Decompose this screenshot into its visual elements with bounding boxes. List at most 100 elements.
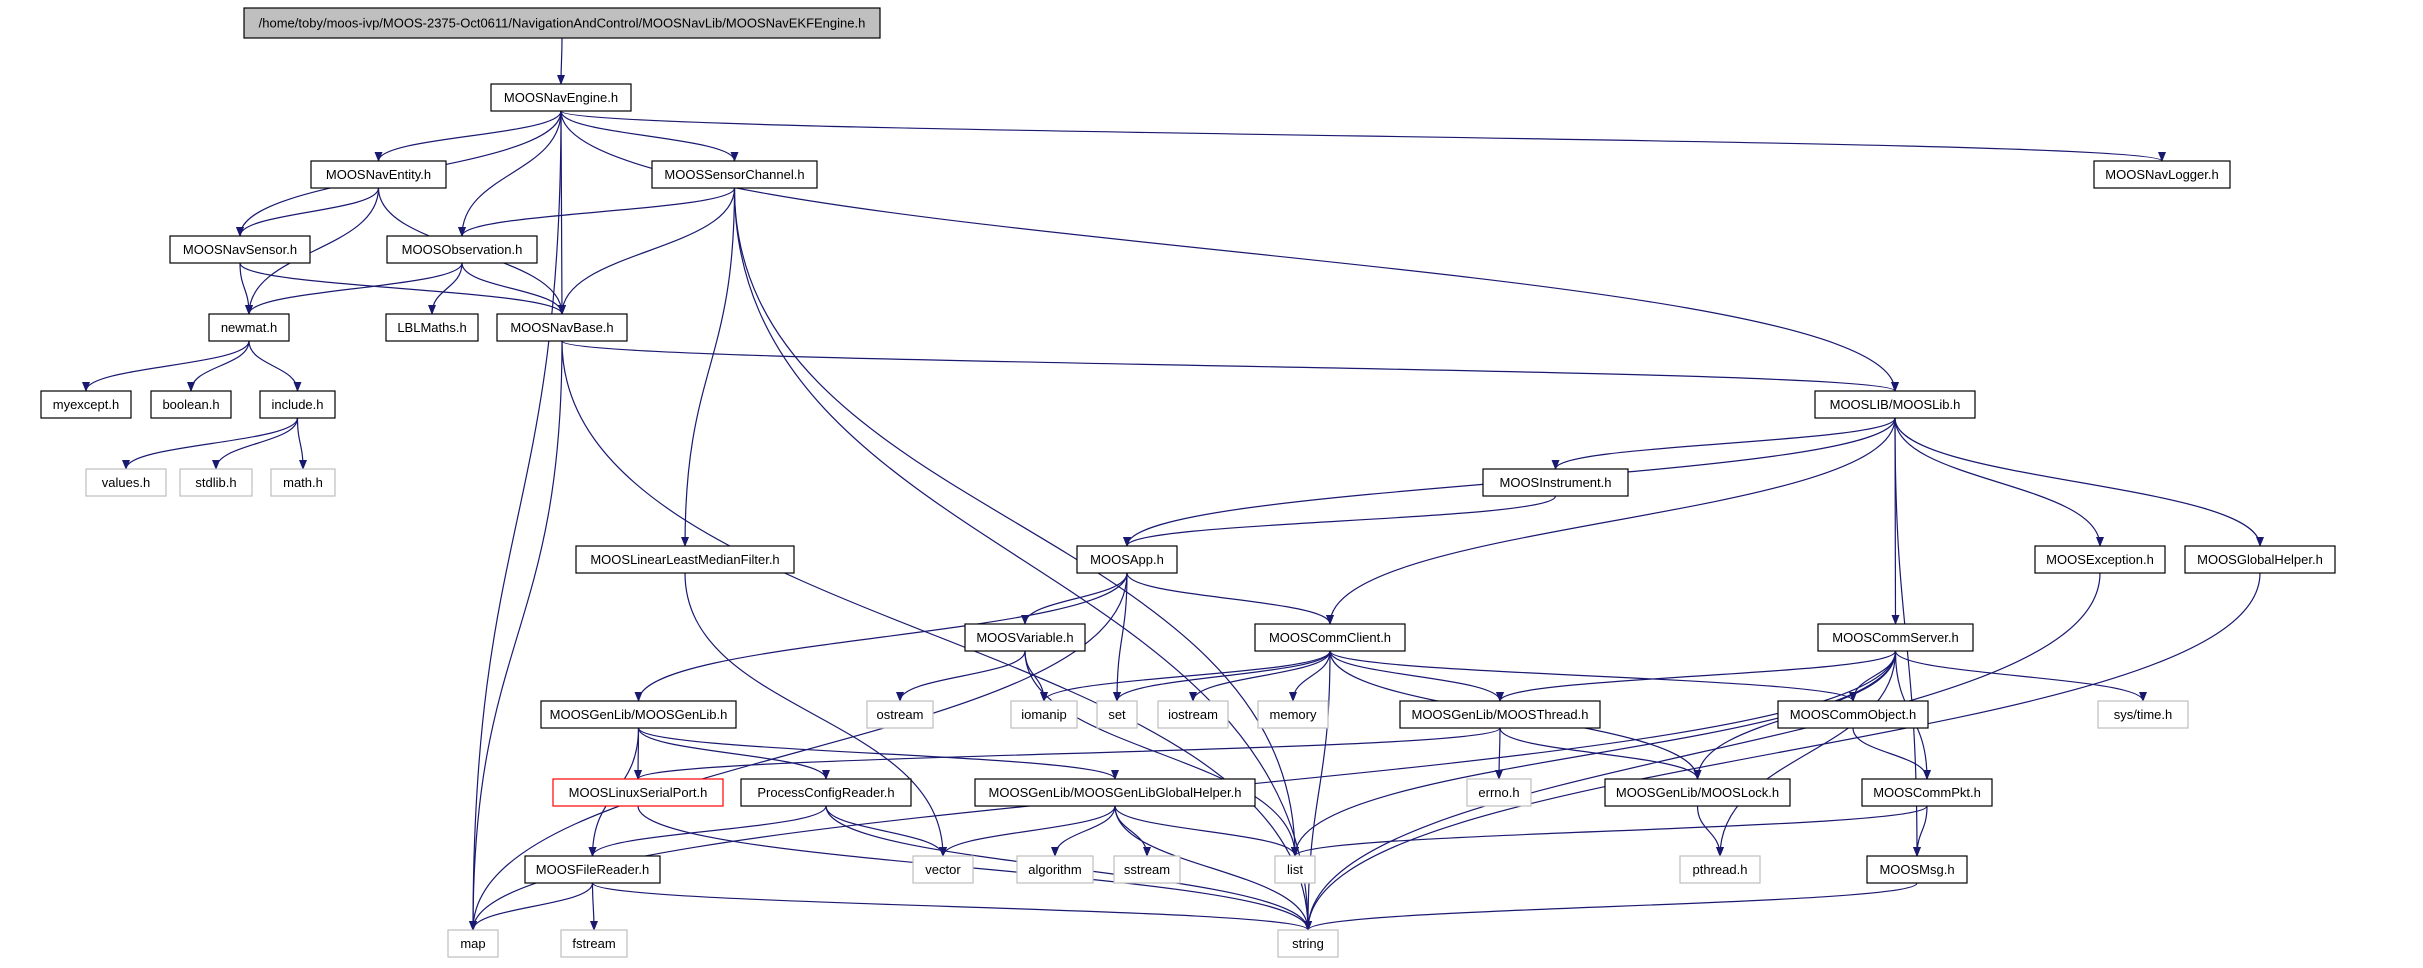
node-label: iostream <box>1168 707 1218 722</box>
node-vector: vector <box>912 855 974 884</box>
node-box <box>1679 855 1761 884</box>
node-moossensorchannel-h[interactable]: MOOSSensorChannel.h <box>651 160 818 189</box>
edge-moosgenlibglobalhelper-h-to-list <box>1114 805 1299 857</box>
node-moosvariable-h[interactable]: MOOSVariable.h <box>964 623 1086 652</box>
node-box <box>2034 545 2166 574</box>
node-box <box>243 7 881 39</box>
node-box <box>496 313 628 342</box>
node-moosnavbase-h[interactable]: MOOSNavBase.h <box>496 313 628 342</box>
node-moosexception-h[interactable]: MOOSException.h <box>2034 545 2166 574</box>
node-string: string <box>1277 929 1339 958</box>
edge-moossensorchannel-h-to-moosnavbase-h <box>558 187 736 315</box>
edge-moosnavengine-h-to-moosnavbase-h <box>557 110 566 315</box>
node-label: MOOSNavEngine.h <box>504 90 618 105</box>
node-moosgenlib-moosgenlib-h[interactable]: MOOSGenLib/MOOSGenLib.h <box>540 700 737 729</box>
node-box <box>1254 623 1406 652</box>
node-label: algorithm <box>1028 862 1081 877</box>
node-moosnavengine-h[interactable]: MOOSNavEngine.h <box>490 83 632 112</box>
node-box <box>490 83 632 112</box>
node-myexcept-h[interactable]: myexcept.h <box>40 390 132 419</box>
edge-moosthread-h-to-mooslock-h <box>1499 727 1702 780</box>
node-sys-time-h: sys/time.h <box>2097 700 2189 729</box>
node-label: sys/time.h <box>2114 707 2173 722</box>
node-moosgenlib-moosthread-h[interactable]: MOOSGenLib/MOOSThread.h <box>1399 700 1601 729</box>
node-box <box>740 778 912 807</box>
edge-moossensorchannel-h-to-list <box>733 187 1299 857</box>
node-box <box>1113 855 1181 884</box>
node-label: iomanip <box>1021 707 1067 722</box>
edge-mooslib-h-to-moosinstrument-h <box>1551 417 1896 470</box>
node-label: newmat.h <box>221 320 277 335</box>
node-moosgenlib-moosgenlibglobalhelper-h[interactable]: MOOSGenLib/MOOSGenLibGlobalHelper.h <box>974 778 1256 807</box>
node-label: MOOSSensorChannel.h <box>664 167 804 182</box>
node-lblmaths-h[interactable]: LBLMaths.h <box>385 313 479 342</box>
edge-mooslib-h-to-mooscommclient-h <box>1326 417 1896 625</box>
node-label: set <box>1108 707 1126 722</box>
node-label: MOOSCommClient.h <box>1269 630 1391 645</box>
node-label: values.h <box>102 475 150 490</box>
node-label: list <box>1287 862 1303 877</box>
node-box <box>2097 700 2189 729</box>
node-set: set <box>1096 700 1138 729</box>
edge-moosinstrument-h-to-moosapp-h <box>1123 495 1557 547</box>
edge-mooslib-h-to-moosglobalhelper-h <box>1894 417 2264 547</box>
node-newmat-h[interactable]: newmat.h <box>208 313 290 342</box>
node-label: MOOSNavBase.h <box>510 320 613 335</box>
node-moosmsg-h[interactable]: MOOSMsg.h <box>1866 855 1968 884</box>
node-label: ProcessConfigReader.h <box>757 785 894 800</box>
node-mooscommserver-h[interactable]: MOOSCommServer.h <box>1817 623 1974 652</box>
node-label: fstream <box>572 936 615 951</box>
node-include-h[interactable]: include.h <box>259 390 336 419</box>
node-mooscommpkt-h[interactable]: MOOSCommPkt.h <box>1861 778 1993 807</box>
node-processconfigreader-h[interactable]: ProcessConfigReader.h <box>740 778 912 807</box>
node-box <box>1277 929 1339 958</box>
node-box <box>1814 390 1976 419</box>
node-moosnavlogger-h[interactable]: MOOSNavLogger.h <box>2093 160 2231 189</box>
node-moosnavsensor-h[interactable]: MOOSNavSensor.h <box>169 235 311 264</box>
node-label: MOOSInstrument.h <box>1500 475 1612 490</box>
node-mooslinearleastmedianfilter-h[interactable]: MOOSLinearLeastMedianFilter.h <box>575 545 795 574</box>
edge-moosgenlibglobalhelper-h-to-algorithm <box>1051 805 1116 857</box>
node-mooscommclient-h[interactable]: MOOSCommClient.h <box>1254 623 1406 652</box>
node-moosfilereader-h[interactable]: MOOSFileReader.h <box>524 855 661 884</box>
edge-moosapp-h-to-moosvariable-h <box>1021 572 1128 625</box>
edge-mooscommpkt-h-to-moosmsg-h <box>1913 805 1928 857</box>
edge-mooscommserver-h-to-moosthread-h <box>1496 650 1897 702</box>
edge-moosnaventity-h-to-moosnavsensor-h <box>236 187 380 237</box>
edge-moosnavengine-h-to-moosobservation-h <box>458 110 562 237</box>
node-moosgenlib-mooslock-h[interactable]: MOOSGenLib/MOOSLock.h <box>1604 778 1791 807</box>
node-label: MOOSGenLib/MOOSGenLib.h <box>550 707 728 722</box>
nodes-layer: /home/toby/moos-ivp/MOOS-2375-Oct0611/Na… <box>40 7 2336 958</box>
node-math-h: math.h <box>270 468 336 497</box>
node-moosinstrument-h[interactable]: MOOSInstrument.h <box>1482 468 1629 497</box>
node-box <box>1866 855 1968 884</box>
node-map: map <box>447 929 499 958</box>
node-mooscommobject-h[interactable]: MOOSCommObject.h <box>1777 700 1929 729</box>
node-label: MOOSCommObject.h <box>1790 707 1916 722</box>
node-label: MOOSNavSensor.h <box>183 242 297 257</box>
node-label: myexcept.h <box>53 397 119 412</box>
node-moosnaventity-h[interactable]: MOOSNavEntity.h <box>310 160 447 189</box>
edge-moosfilereader-h-to-fstream <box>589 882 598 931</box>
node-mooslib-mooslib-h[interactable]: MOOSLIB/MOOSLib.h <box>1814 390 1976 419</box>
node-moosapp-h[interactable]: MOOSApp.h <box>1076 545 1178 574</box>
edge-processconfigreader-h-to-moosfilereader-h <box>588 805 827 857</box>
node-pthread-h: pthread.h <box>1679 855 1761 884</box>
node-label: MOOSApp.h <box>1090 552 1164 567</box>
node-box <box>912 855 974 884</box>
edge-moosgenlib-h-to-moosgenlibglobalhelper-h <box>637 727 1119 780</box>
root-file-node[interactable]: /home/toby/moos-ivp/MOOS-2375-Oct0611/Na… <box>243 7 881 39</box>
node-box <box>974 778 1256 807</box>
edge-moosnavengine-h-to-mooslib-h <box>560 110 1899 392</box>
node-moosglobalhelper-h[interactable]: MOOSGlobalHelper.h <box>2184 545 2336 574</box>
edge-newmat-h-to-boolean-h <box>187 340 250 392</box>
edge-moosnavbase-h-to-string <box>561 340 1312 931</box>
node-box <box>1096 700 1138 729</box>
edge-moosvariable-h-to-ostream <box>896 650 1026 702</box>
edge-mooslock-h-to-pthread-h <box>1696 805 1724 857</box>
node-label: MOOSMsg.h <box>1879 862 1954 877</box>
node-label: MOOSLinuxSerialPort.h <box>569 785 708 800</box>
node-moosobservation-h[interactable]: MOOSObservation.h <box>386 235 538 264</box>
node-boolean-h[interactable]: boolean.h <box>150 390 232 419</box>
node-box <box>150 390 232 419</box>
